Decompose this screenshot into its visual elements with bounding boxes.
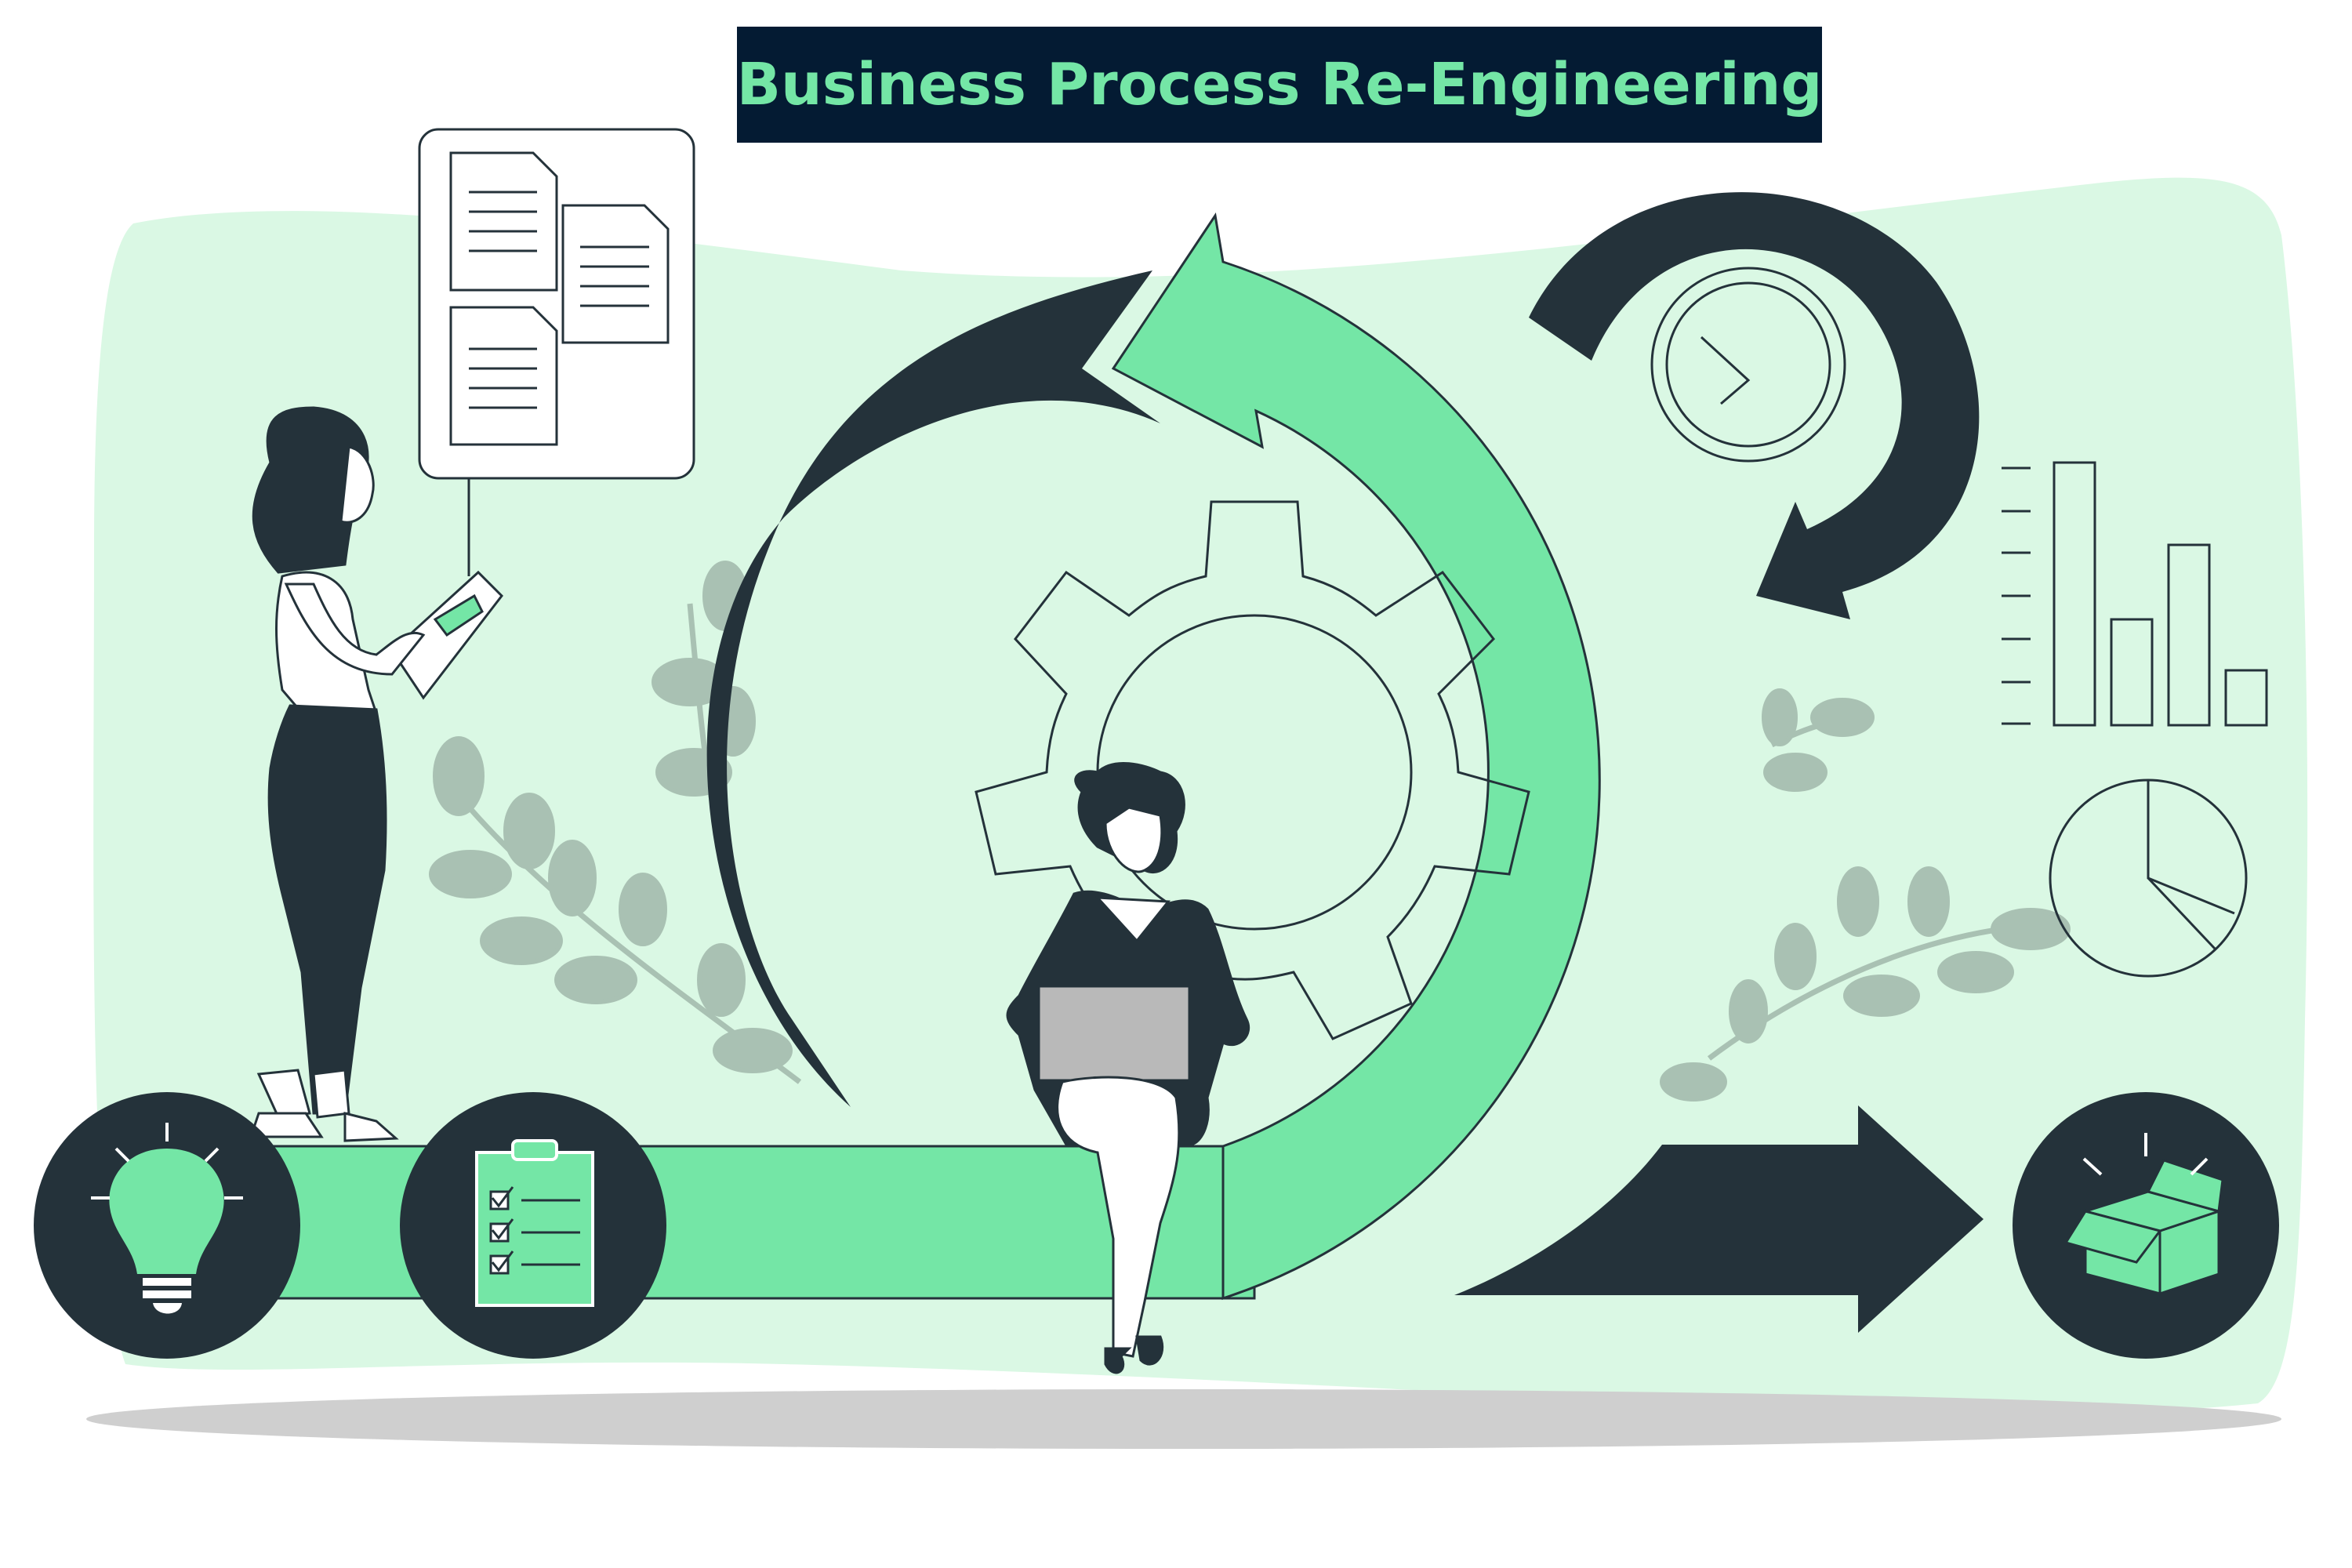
background-blob	[93, 177, 2308, 1414]
leaf-branch-right	[1660, 688, 2071, 1102]
clock-cycle-arrow	[1529, 192, 1980, 619]
cycle-arrow-dark	[706, 270, 1160, 1107]
cycle-arrow-green	[1111, 212, 1601, 1301]
document-stack-icon	[418, 128, 695, 576]
title-banner: Business Process Re-Engineering	[737, 27, 1822, 143]
woman-with-tablet	[249, 406, 503, 1142]
page-title: Business Process Re-Engineering	[736, 51, 1823, 118]
floor-shadow	[86, 1389, 2281, 1449]
open-box-icon	[2013, 1092, 2279, 1359]
pie-chart-icon	[2049, 779, 2248, 978]
seated-woman-with-laptop	[1006, 761, 1250, 1374]
bar-chart-icon	[2002, 461, 2268, 727]
clipboard-checklist-icon	[400, 1092, 666, 1359]
right-arrow-icon	[1454, 1105, 1984, 1333]
clock-icon	[1650, 267, 1846, 463]
lightbulb-icon	[34, 1092, 300, 1359]
